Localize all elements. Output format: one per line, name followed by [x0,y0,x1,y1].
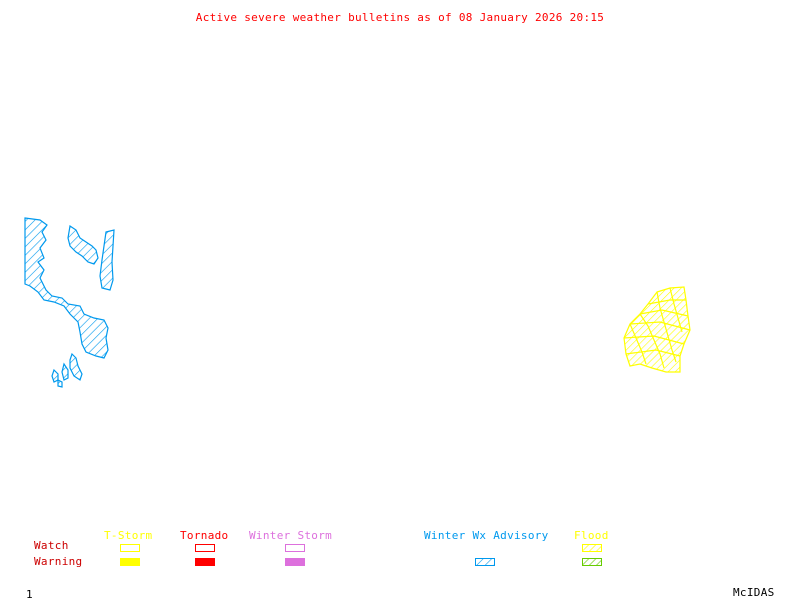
flood-area-grid [623,287,691,369]
legend-swatch-winter-storm-watch [285,544,305,552]
legend-swatch-tstorm-watch [120,544,140,552]
legend-swatch-tstorm-warning [120,558,140,566]
legend-label-flood: Flood [574,529,609,542]
frame-number: 1 [26,588,33,601]
legend-swatch-winter-storm-warning [285,558,305,566]
advisory-island-4 [57,379,63,388]
legend-label-winter-storm: Winter Storm [249,529,333,542]
brand-label: McIDAS [733,586,775,599]
legend-swatch-flood-watch [582,544,602,552]
legend-swatch-tornado-warning [195,558,215,566]
advisory-area-east [99,229,115,291]
legend-label-winter-wx-advisory: Winter Wx Advisory [424,529,549,542]
advisory-area-north [67,224,99,265]
legend-label-tornado: Tornado [180,529,229,542]
legend-swatch-flood-warning [582,558,602,566]
advisory-island-2 [61,362,69,381]
legend-row-label-warning: Warning [34,555,83,568]
legend-swatch-tornado-watch [195,544,215,552]
winter-wx-advisory-region-west [24,217,115,388]
page-title: Active severe weather bulletins as of 08… [195,11,605,24]
legend-label-tstorm: T-Storm [104,529,153,542]
legend-swatch-winter-wx-advisory-warning [475,558,495,566]
flood-watch-region-east [623,286,691,373]
legend-row-label-watch: Watch [34,539,69,552]
advisory-area-main [24,217,109,359]
advisory-island-3 [51,368,59,383]
advisory-island-1 [69,352,83,381]
